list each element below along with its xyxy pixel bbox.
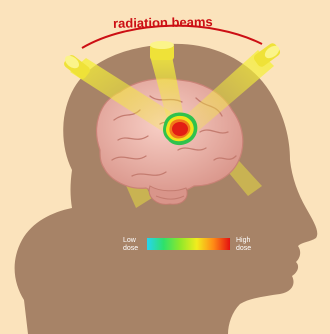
beam-emitter-top: [150, 41, 174, 60]
low-dose-label: Low dose: [123, 237, 138, 253]
low-dose-word: Low: [123, 237, 138, 245]
high-dose-label: High dose: [236, 237, 251, 253]
high-dose-unit: dose: [236, 245, 251, 253]
low-dose-unit: dose: [123, 245, 138, 253]
high-dose-word: High: [236, 237, 251, 245]
radiation-beams-label: radiation beams: [113, 14, 213, 31]
dose-scale-bar: [147, 238, 230, 250]
